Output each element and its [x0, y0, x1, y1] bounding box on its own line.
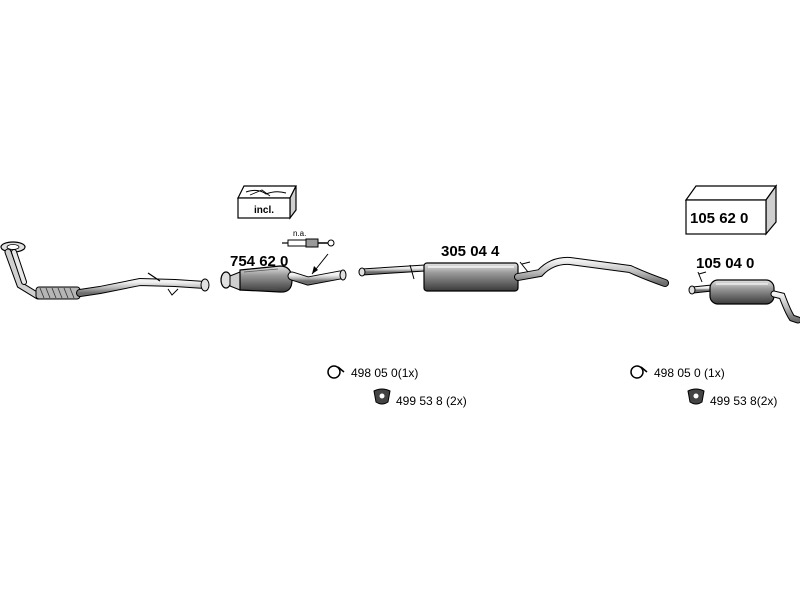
clamp-ring-icon — [327, 365, 345, 379]
rear-kit-box-part-number: 105 62 0 — [690, 210, 748, 227]
sensor-note: n.a. — [293, 229, 306, 238]
rear-kit-box: 105 62 0 — [684, 184, 778, 236]
front-pipe — [0, 241, 210, 300]
hardware-left: 498 05 0(1x) 499 53 8 (2x) — [327, 365, 467, 408]
rear-silencer: 105 04 0 — [688, 255, 800, 324]
hardware-left-hanger-text: 499 53 8 (2x) — [396, 394, 467, 408]
clamp-ring-icon — [630, 365, 648, 379]
middle-silencer-part-number: 305 04 4 — [441, 243, 500, 260]
rear-silencer-part-number: 105 04 0 — [696, 255, 754, 272]
kit-box: incl. — [237, 185, 297, 220]
middle-silencer: 305 04 4 — [358, 243, 669, 292]
rubber-hanger-icon — [687, 388, 705, 405]
oxygen-sensor: n.a. — [282, 229, 335, 275]
hardware-left-clamp-text: 498 05 0(1x) — [351, 366, 418, 380]
hardware-right-hanger-text: 499 53 8(2x) — [710, 394, 777, 408]
hardware-right: 498 05 0 (1x) 499 53 8(2x) — [630, 365, 777, 408]
catalytic-converter-part-number: 754 62 0 — [230, 253, 288, 270]
rubber-hanger-icon — [373, 388, 391, 405]
hardware-right-clamp-text: 498 05 0 (1x) — [654, 366, 725, 380]
catalytic-converter: 754 62 0 — [220, 253, 347, 293]
kit-box-label: incl. — [254, 205, 274, 216]
